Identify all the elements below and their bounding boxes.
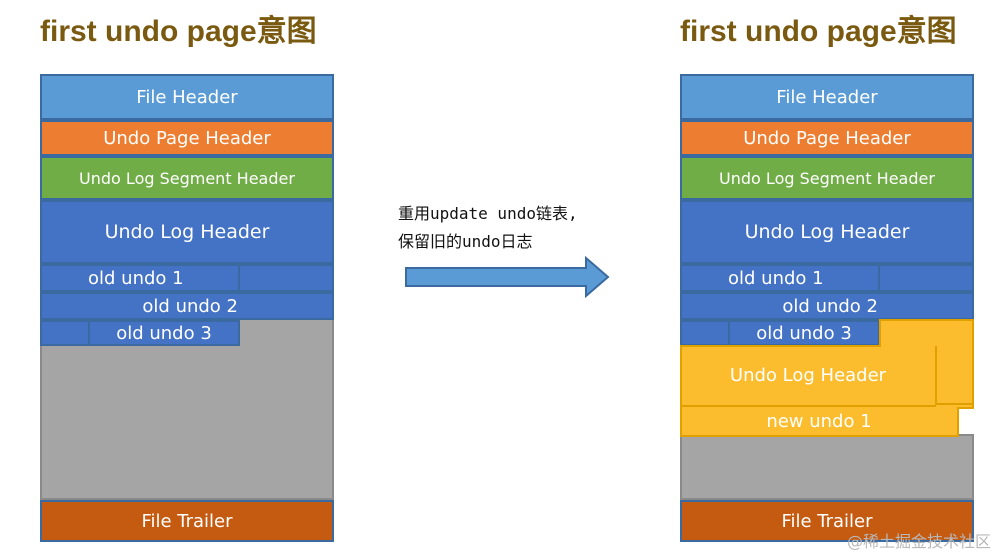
new-undo-log-header-label: Undo Log Header bbox=[729, 365, 887, 386]
old-undo-1-block: old undo 1 bbox=[680, 264, 880, 292]
old-undo-1-block: old undo 1 bbox=[40, 264, 240, 292]
right-title: first undo page意图 bbox=[680, 15, 957, 48]
undo-log-header-block: Undo Log Header bbox=[680, 200, 974, 264]
file-header-block: File Header bbox=[680, 74, 974, 120]
arrow-caption-line-1: 重用update undo链表, bbox=[398, 204, 578, 223]
undo-page-header-block: Undo Page Header bbox=[40, 120, 334, 156]
new-undo-log-shape bbox=[680, 319, 974, 437]
undo-page-header-block: Undo Page Header bbox=[680, 120, 974, 156]
file-header-block: File Header bbox=[40, 74, 334, 120]
watermark: @稀土掘金技术社区 bbox=[846, 532, 991, 551]
old-undo-2-block: old undo 2 bbox=[680, 292, 974, 320]
right-page-diagram: File Header Undo Page Header Undo Log Se… bbox=[680, 74, 974, 542]
old-undo-3-block: old undo 3 bbox=[88, 320, 240, 346]
undo-log-segment-header-block: Undo Log Segment Header bbox=[680, 156, 974, 200]
file-trailer-block: File Trailer bbox=[40, 500, 334, 542]
left-page-diagram: File Header Undo Page Header Undo Log Se… bbox=[40, 74, 334, 542]
arrow-caption-line-2: 保留旧的undo日志 bbox=[398, 232, 533, 251]
arrow-caption: 重用update undo链表, 保留旧的undo日志 bbox=[398, 200, 578, 256]
new-undo-1-label: new undo 1 bbox=[766, 411, 872, 432]
left-title: first undo page意图 bbox=[40, 15, 317, 48]
right-arrow-icon bbox=[405, 256, 610, 298]
undo-log-header-block: Undo Log Header bbox=[40, 200, 334, 264]
old-undo-3-block: old undo 3 bbox=[728, 320, 880, 346]
free-space bbox=[680, 434, 974, 500]
file-trailer-block: File Trailer bbox=[680, 500, 974, 542]
undo-log-segment-header-block: Undo Log Segment Header bbox=[40, 156, 334, 200]
old-undo-2-block: old undo 2 bbox=[40, 292, 334, 320]
